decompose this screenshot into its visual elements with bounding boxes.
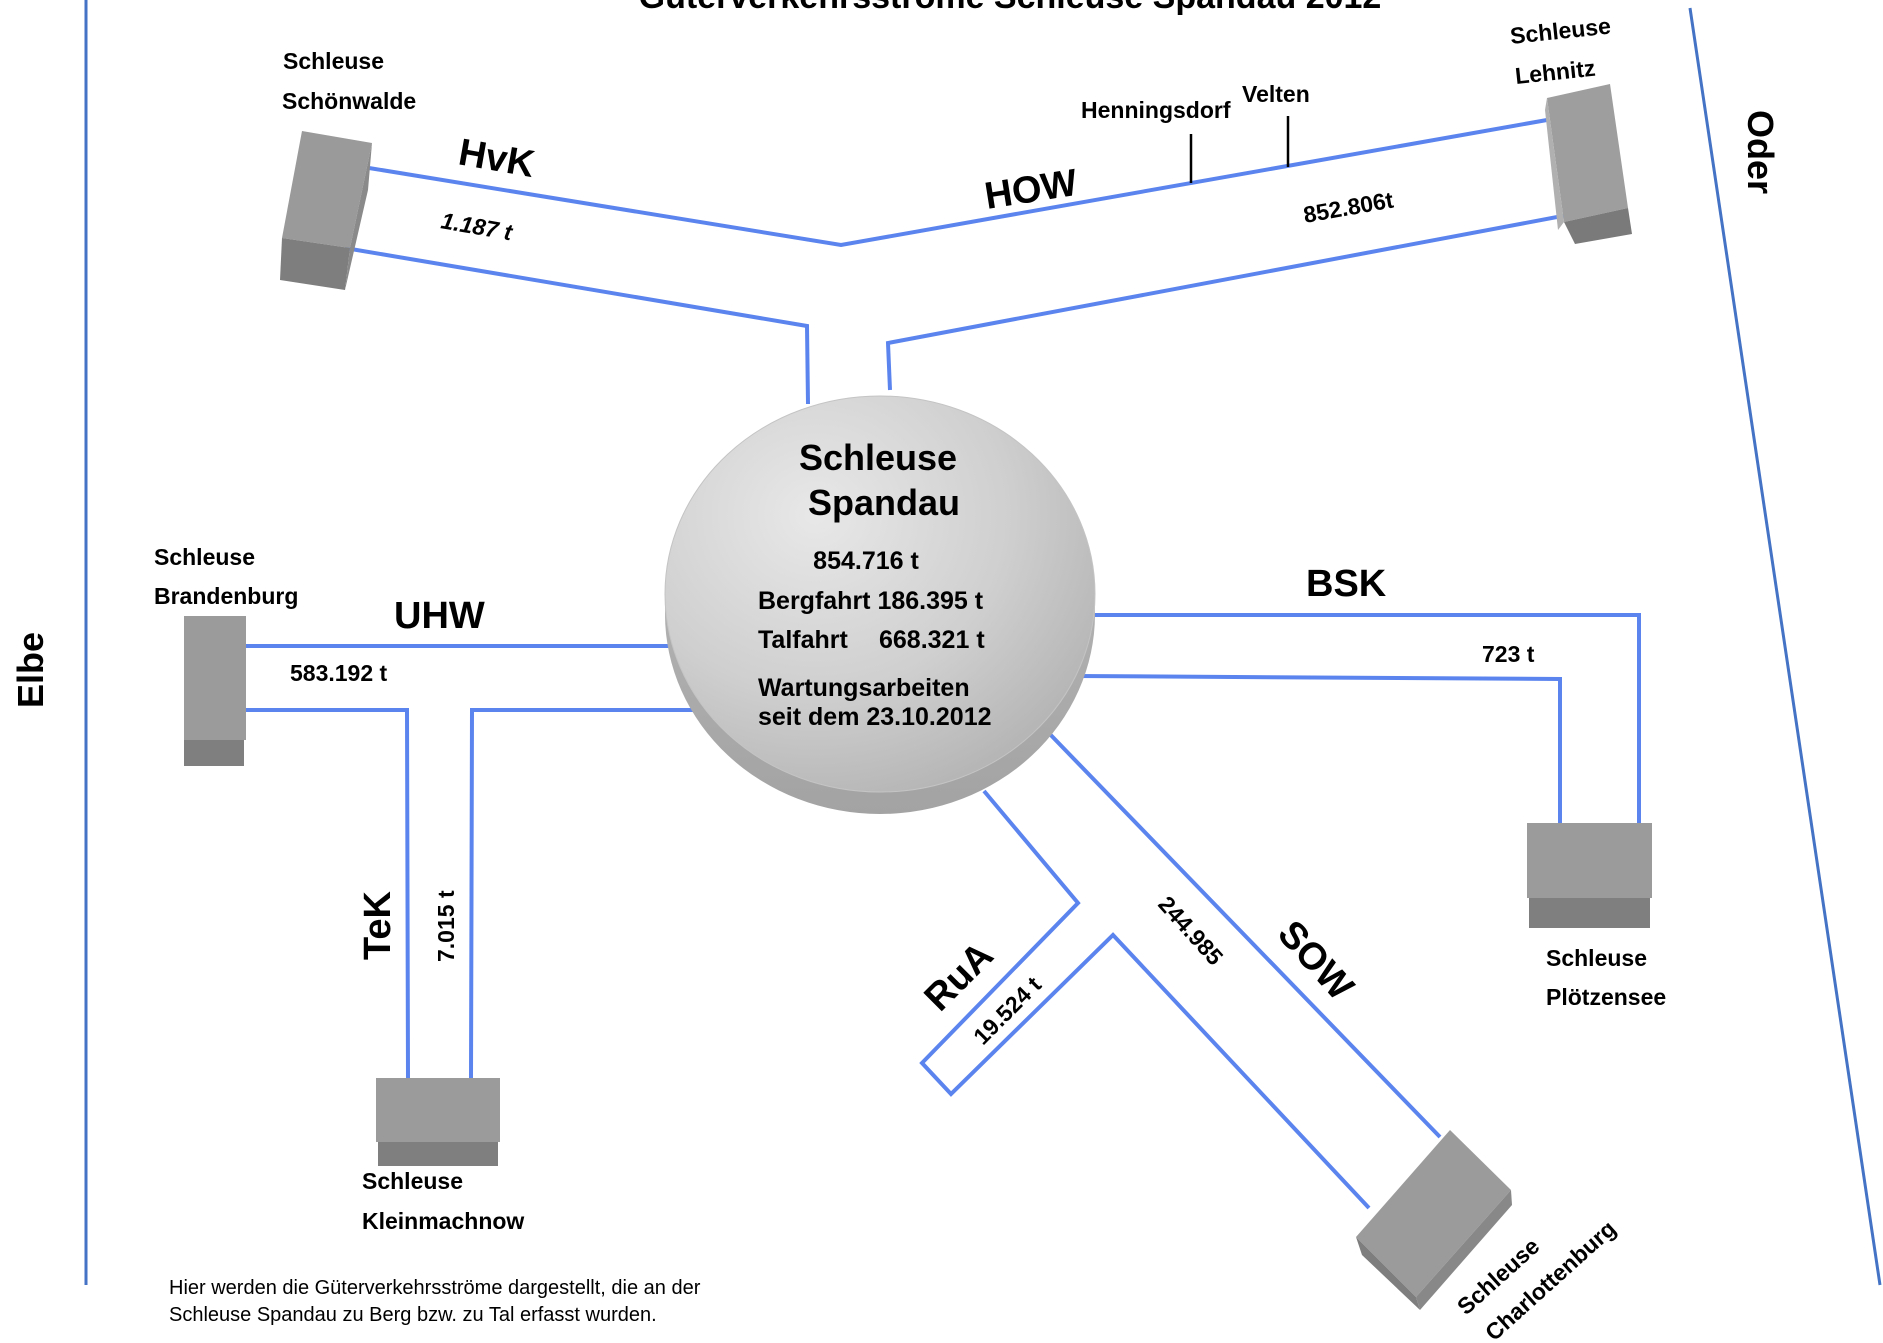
center-talfahrt-value: 668.321 t — [879, 626, 985, 654]
river-label-elbe: Elbe — [10, 632, 51, 708]
canal-hvk-how-upper — [368, 118, 1548, 248]
canal-hvk-lower — [344, 246, 810, 405]
lock-kleinmachnow-block — [376, 1078, 500, 1166]
lock-lehnitz-label-1: Schleuse — [1509, 13, 1612, 49]
waterway-tek-tonnage: 7.015 t — [433, 890, 459, 962]
schleuse-spandau-disc — [664, 395, 1096, 814]
canal-bsk-upper — [1095, 613, 1641, 825]
lock-brandenburg-label-1: Schleuse — [154, 544, 255, 570]
canal-sow-right — [1041, 725, 1442, 1139]
lock-brandenburg-label-2: Brandenburg — [154, 583, 298, 609]
lock-schoenwalde-label-1: Schleuse — [283, 48, 384, 74]
waterway-uhw-tonnage: 583.192 t — [290, 660, 388, 686]
lock-ploetzensee-label-1: Schleuse — [1546, 945, 1647, 971]
waterway-hvk-tonnage: 1.187 t — [439, 207, 515, 245]
center-note-line2: seit dem 23.10.2012 — [758, 703, 992, 731]
waterway-tek-code: TeK — [357, 890, 399, 960]
canal-bsk-lower — [1074, 674, 1562, 825]
center-name-line1: Schleuse — [799, 437, 957, 478]
waterway-hvk-code: HvK — [455, 132, 538, 187]
lock-kleinmachnow-label-2: Kleinmachnow — [362, 1208, 524, 1234]
lock-brandenburg-block — [184, 616, 246, 766]
waterway-uhw-code: UHW — [394, 595, 485, 637]
center-note-line1: Wartungsarbeiten — [758, 674, 970, 702]
canal-uhw-lower — [244, 708, 410, 1079]
waterway-bsk-code: BSK — [1306, 563, 1387, 605]
lock-ploetzensee-block — [1527, 823, 1652, 928]
footnote-line-2: Schleuse Spandau zu Berg bzw. zu Tal erf… — [169, 1304, 657, 1326]
lock-schoenwalde-label-2: Schönwalde — [282, 88, 416, 114]
center-total: 854.716 t — [813, 547, 919, 575]
place-velten: Velten — [1242, 81, 1310, 107]
waterway-how-tonnage: 852.806t — [1301, 186, 1395, 227]
lock-lehnitz-block — [1545, 84, 1632, 244]
lock-kleinmachnow-label-1: Schleuse — [362, 1168, 463, 1194]
river-oder-line — [1688, 7, 1882, 1286]
canal-how-lower — [885, 212, 1574, 391]
lock-ploetzensee-label-2: Plötzensee — [1546, 984, 1666, 1010]
waterway-how-code: HOW — [982, 162, 1080, 218]
center-talfahrt-label: Talfahrt — [758, 626, 848, 654]
waterway-rua-code: RuA — [917, 934, 1002, 1019]
center-name-line2: Spandau — [808, 482, 960, 523]
canal-rua-upper — [919, 789, 1371, 1210]
waterway-bsk-tonnage: 723 t — [1482, 641, 1535, 667]
canal-tek-right — [469, 708, 708, 1079]
place-henningsdorf: Henningsdorf — [1081, 97, 1231, 123]
lock-lehnitz-label-2: Lehnitz — [1514, 55, 1597, 89]
center-bergfahrt: Bergfahrt 186.395 t — [758, 587, 984, 615]
page-title: Güterverkehrsströme Schleuse Spandau 201… — [639, 0, 1382, 16]
river-label-oder: Oder — [1740, 110, 1781, 194]
waterway-sow-tonnage: 244.985 — [1153, 891, 1228, 970]
waterway-sow-code: SOW — [1269, 913, 1361, 1009]
footnote-line-1: Hier werden die Güterverkehrsströme darg… — [169, 1277, 701, 1299]
lock-charlottenburg-block — [1356, 1130, 1512, 1310]
lock-schoenwalde-block — [280, 131, 372, 290]
footnote: Hier werden die Güterverkehrsströme darg… — [169, 1275, 809, 1329]
